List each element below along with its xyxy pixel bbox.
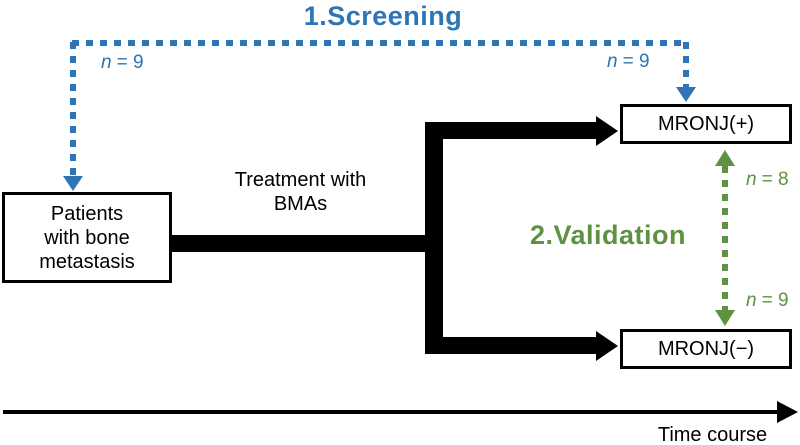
screening-dotted-line-horizontal — [72, 40, 688, 46]
timeline-arrowhead-icon — [777, 401, 798, 423]
screening-dotted-line-left — [70, 42, 76, 176]
count-symbol: n — [101, 52, 112, 73]
count-value: = 9 — [622, 51, 650, 72]
fork-junction-bar — [425, 122, 443, 354]
screening-count-left: n= 9 — [101, 52, 144, 74]
screening-arrowhead-left-icon — [63, 176, 83, 191]
count-symbol: n — [746, 169, 757, 190]
validation-count-upper: n= 8 — [746, 169, 789, 191]
timeline-arrow-line — [3, 410, 778, 414]
screening-arrowhead-right-icon — [676, 87, 696, 102]
validation-arrowhead-up-icon — [715, 150, 735, 166]
validation-dotted-line — [722, 166, 728, 310]
validation-count-lower: n= 9 — [746, 290, 789, 312]
fork-trunk-line — [170, 235, 443, 252]
fork-arrowhead-bottom-icon — [596, 331, 618, 361]
mronj-positive-label: MRONJ(+) — [657, 113, 755, 135]
patients-box: Patients with bone metastasis — [2, 192, 172, 283]
count-value: = 8 — [761, 169, 789, 190]
timeline-label: Time course — [657, 424, 768, 445]
patients-label: Patients with bone metastasis — [39, 202, 135, 273]
validation-title: 2.Validation — [529, 220, 687, 250]
mronj-negative-box: MRONJ(−) — [620, 329, 792, 369]
count-value: = 9 — [761, 290, 789, 311]
count-value: = 9 — [116, 52, 144, 73]
mronj-negative-label: MRONJ(−) — [657, 338, 755, 360]
fork-branch-top — [425, 122, 596, 139]
validation-arrowhead-down-icon — [715, 310, 735, 326]
screening-count-right: n= 9 — [607, 51, 650, 73]
count-symbol: n — [746, 290, 757, 311]
treatment-label: Treatment with BMAs — [234, 169, 367, 215]
count-symbol: n — [607, 51, 618, 72]
screening-dotted-line-right — [683, 42, 689, 87]
fork-branch-bottom — [425, 337, 596, 354]
mronj-positive-box: MRONJ(+) — [620, 104, 792, 144]
screening-title: 1.Screening — [303, 1, 463, 31]
fork-arrowhead-top-icon — [596, 116, 618, 146]
